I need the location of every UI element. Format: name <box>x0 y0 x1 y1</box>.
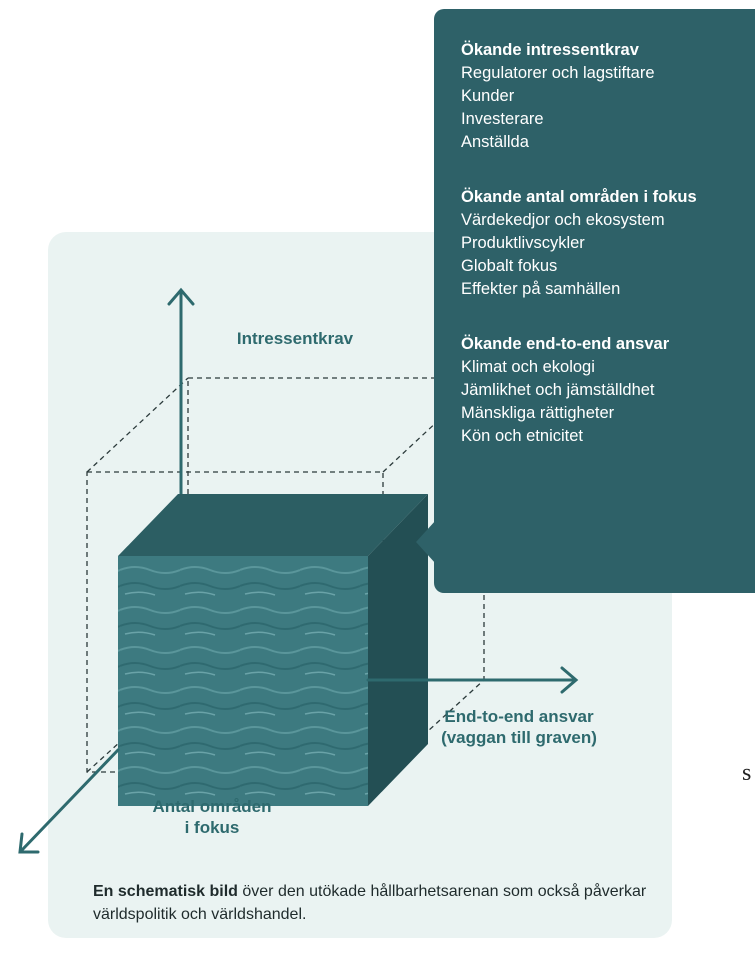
callout-group-list: Värdekedjor och ekosystem Produktlivscyk… <box>461 209 751 301</box>
cube-side-face <box>368 494 428 806</box>
horizontal-axis-arrow <box>366 666 579 694</box>
dashed-edge <box>382 377 485 473</box>
callout-list-item: Anställda <box>461 133 529 151</box>
cube-front-face <box>118 556 368 806</box>
dashed-edge <box>86 377 189 473</box>
cut-off-text-fragment: s <box>742 760 752 786</box>
depth-axis-label: Antal områden i fokus <box>132 796 292 838</box>
callout-list-item: Produktlivscykler <box>461 234 585 252</box>
depth-axis-arrow <box>18 748 120 854</box>
callout-group-list: Regulatorer och lagstiftare Kunder Inves… <box>461 62 751 154</box>
callout-content: Ökande intressentkrav Regulatorer och la… <box>461 39 751 480</box>
callout-group-heading: Ökande end-to-end ansvar <box>461 335 670 353</box>
callout-group-heading: Ökande intressentkrav <box>461 41 639 59</box>
callout-group-list: Klimat och ekologi Jämlikhet och jämstäl… <box>461 356 751 448</box>
caption-bold: En schematisk bild <box>93 883 238 900</box>
horizontal-axis-label-line: End-to-end ansvar <box>444 707 594 726</box>
callout-list-item: Investerare <box>461 110 544 128</box>
callout-group: Ökande antal områden i fokus Värdekedjor… <box>461 186 751 301</box>
callout-list-item: Kunder <box>461 87 515 105</box>
callout-group: Ökande intressentkrav Regulatorer och la… <box>461 39 751 154</box>
callout-list-item: Kön och etnicitet <box>461 427 583 445</box>
figure-caption: En schematisk bild över den utökade håll… <box>93 880 653 926</box>
callout-group: Ökande end-to-end ansvar Klimat och ekol… <box>461 333 751 448</box>
callout-list-item: Jämlikhet och jämställdhet <box>461 381 655 399</box>
callout-list-item: Värdekedjor och ekosystem <box>461 211 665 229</box>
solid-cube <box>118 494 428 806</box>
horizontal-axis-label-line: (vaggan till graven) <box>441 728 597 747</box>
callout-list-item: Klimat och ekologi <box>461 358 595 376</box>
cube-top-face <box>118 494 428 556</box>
depth-axis-label-line: Antal områden <box>152 797 272 816</box>
callout-list-item: Mänskliga rättigheter <box>461 404 615 422</box>
callout-list-item: Globalt fokus <box>461 257 558 275</box>
callout-pointer <box>416 520 436 564</box>
callout-group-heading: Ökande antal områden i fokus <box>461 188 697 206</box>
caption-text: över den utökade hållbarhetsarenan som o… <box>93 883 647 923</box>
callout-box: Ökande intressentkrav Regulatorer och la… <box>434 9 755 593</box>
callout-list-item: Regulatorer och lagstiftare <box>461 64 655 82</box>
vertical-axis-label: Intressentkrav <box>236 329 354 348</box>
depth-axis-label-line: i fokus <box>184 818 240 837</box>
callout-list-item: Effekter på samhällen <box>461 280 621 298</box>
horizontal-axis-label: End-to-end ansvar (vaggan till graven) <box>424 706 614 748</box>
vertical-axis-arrow <box>167 287 195 496</box>
dashed-edge <box>86 679 189 773</box>
